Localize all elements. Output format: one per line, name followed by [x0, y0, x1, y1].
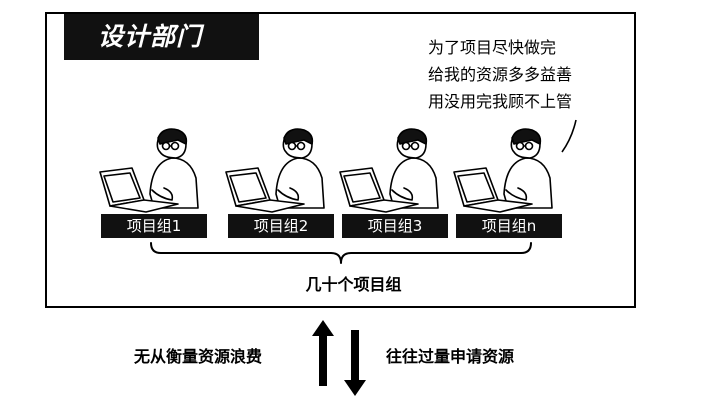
speech-bubble: 为了项目尽快做完 给我的资源多多益善 用没用完我顾不上管 — [428, 34, 628, 115]
curly-brace-icon — [150, 242, 532, 264]
project-group-count-caption: 几十个项目组 — [305, 275, 402, 294]
worker-at-laptop-icon — [99, 128, 199, 213]
worker-at-laptop-icon — [339, 128, 439, 213]
worker-at-laptop-icon — [453, 128, 553, 213]
speech-line-2: 给我的资源多多益善 — [428, 65, 573, 84]
project-group-label: 项目组3 — [342, 214, 448, 238]
department-title: 设计部门 — [64, 14, 259, 60]
speech-line-3: 用没用完我顾不上管 — [428, 92, 573, 111]
worker-at-laptop-icon — [225, 128, 325, 213]
project-group-label: 项目组1 — [101, 214, 207, 238]
speech-tail-icon — [561, 119, 577, 153]
project-group-label: 项目组2 — [228, 214, 334, 238]
resource-waste-text: 无从衡量资源浪费 — [134, 347, 263, 366]
project-group-label: 项目组n — [456, 214, 562, 238]
over-request-text: 往往过量申请资源 — [386, 347, 515, 366]
up-down-arrows-icon — [312, 320, 366, 396]
speech-line-1: 为了项目尽快做完 — [428, 38, 557, 57]
